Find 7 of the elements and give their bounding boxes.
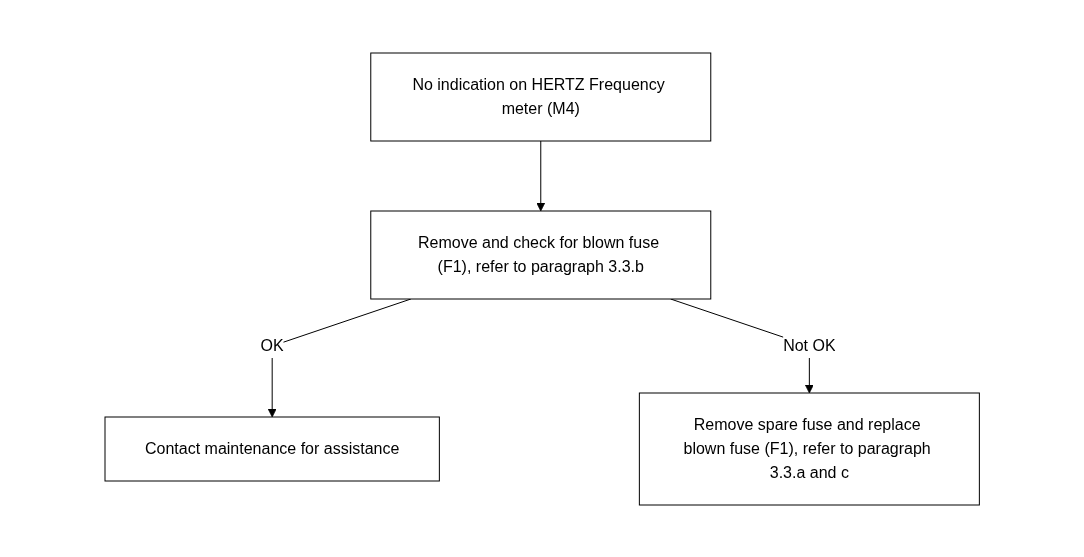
- edge-label: OK: [260, 336, 284, 354]
- node-box: No indication on HERTZ Frequency meter (M4): [370, 52, 712, 141]
- node-box: Contact maintenance for assistance: [104, 416, 440, 481]
- node-box: Remove and check for blown fuse (F1), refer to paragraph 3.3.b: [370, 210, 712, 299]
- node-box: Remove spare fuse and replace blown fuse (F1), refer to paragraph 3.3.a and c: [638, 392, 980, 505]
- arrow: [536, 140, 545, 211]
- edge-label: Not OK: [782, 336, 836, 354]
